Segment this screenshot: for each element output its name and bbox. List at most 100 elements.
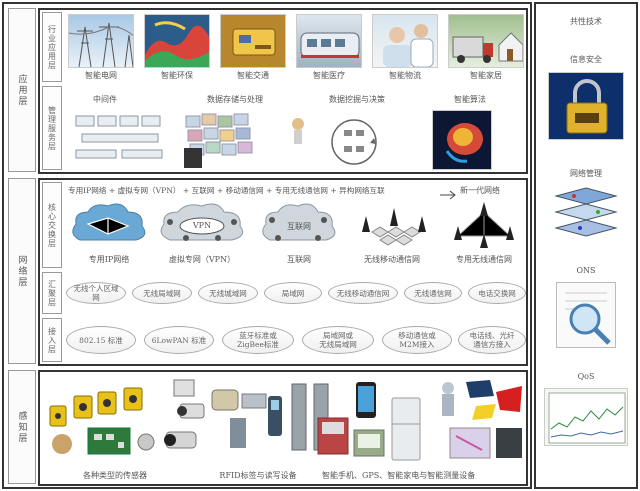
data-mining-image (286, 110, 396, 170)
monitoring-chart-icon (548, 392, 626, 444)
smart-home-image (448, 14, 524, 68)
access-text: 接入层 (47, 326, 57, 354)
smart-logistics-image (372, 14, 438, 68)
convergence-lan: 局域网 (264, 282, 322, 304)
application-layer: 行业应用层 管理服务层 (38, 8, 528, 174)
industry-app-text: 行业应用层 (47, 24, 57, 70)
security-image (548, 72, 624, 140)
access-lan-wlan: 局域网或 无线局域网 (302, 326, 374, 354)
mobile-network-diagram (352, 202, 432, 252)
transit-card-icon (232, 28, 276, 56)
service-sublabel: 管理服务层 (42, 86, 62, 170)
power-tower-icon (69, 22, 133, 67)
evolution-arrow-icon (440, 185, 458, 200)
smart-grid-image (68, 14, 134, 68)
servers-icon (75, 115, 163, 159)
storage-wall-image (182, 110, 262, 170)
smart-devices-image (316, 378, 426, 466)
application-layer-label: 应用层 (8, 8, 36, 172)
perception-layer-text: 感知层 (16, 410, 27, 444)
convergence-sublabel: 汇聚层 (42, 272, 62, 314)
cloud-caption-mobile: 无线移动通信网 (364, 255, 420, 264)
app-caption-home: 智能家居 (470, 71, 502, 80)
cloud-caption-internet: 互联网 (287, 255, 311, 264)
cycle-diagram-icon (292, 118, 377, 165)
qos-image (544, 388, 628, 446)
application-layer-text: 应用层 (16, 73, 27, 107)
service-caption-mining: 数据挖掘与决策 (329, 95, 385, 104)
access-mobile-m2m: 移动通信或 M2M接入 (382, 326, 452, 354)
service-caption-algorithm: 智能算法 (454, 95, 486, 104)
internet-inner-label: 互联网 (287, 222, 311, 231)
access-6lowpan: 6LowPAN 标准 (144, 326, 214, 354)
app-caption-grid: 智能电网 (85, 71, 117, 80)
cloud-caption-ip: 专用IP网络 (88, 255, 130, 264)
convergence-wlan: 无线局域网 (132, 282, 192, 304)
train-icon (300, 32, 360, 58)
cloud-caption-vpn: 虚拟专网（VPN） (168, 255, 236, 264)
network-mgmt-title: 网络管理 (570, 169, 602, 178)
internet-cloud: 互联网 (258, 200, 340, 252)
access-sublabel: 接入层 (42, 318, 62, 362)
ons-title: ONS (576, 266, 596, 275)
private-wireless-diagram (444, 202, 524, 252)
vpn-cloud: VPN (156, 200, 248, 252)
convergence-pstn: 电话交换网 (468, 282, 526, 304)
phone-fridge-icon (317, 382, 421, 461)
app-caption-logistics: 智能物流 (389, 71, 421, 80)
network-mgmt-image (546, 182, 626, 244)
vpn-inner-label: VPN (192, 221, 212, 230)
common-tech-panel: 共性技术 信息安全 网络管理 ONS QoS (534, 2, 638, 489)
photo-grid-icon (184, 113, 253, 168)
truck-house-icon (452, 32, 523, 63)
access-phone-fiber: 电话线、光纤 通信方接入 (458, 326, 526, 354)
ons-image (556, 282, 616, 348)
security-title: 信息安全 (570, 55, 602, 64)
robot-devices-image (432, 376, 526, 466)
convergence-wman: 无线城域网 (198, 282, 258, 304)
convergence-text: 汇聚层 (47, 279, 57, 307)
convergence-wireless: 无线通信网 (404, 282, 462, 304)
cloud-caption-private-wireless: 专用无线通信网 (456, 255, 512, 264)
access-bluetooth-zigbee: 蓝牙标准或 ZigBee标准 (222, 326, 294, 354)
network-layer-text: 网络层 (16, 254, 27, 288)
cctv-camera-icon (164, 379, 205, 449)
perception-layer-label: 感知层 (8, 370, 36, 484)
network-layers-icon (554, 187, 618, 237)
new-generation-network-label: 新一代网络 (460, 186, 500, 195)
common-tech-title: 共性技术 (570, 17, 602, 26)
core-sublabel: 核心交换层 (42, 182, 62, 268)
industry-app-sublabel: 行业应用层 (42, 12, 62, 82)
server-rack-image (72, 110, 168, 168)
app-caption-traffic: 智能交通 (237, 71, 269, 80)
perception-layer: 各种类型的传感器 RFID标签与读写设备 智能手机、GPS、智能家电与智能测量设… (38, 370, 528, 486)
service-text: 管理服务层 (47, 105, 57, 151)
core-text: 核心交换层 (47, 202, 57, 248)
smart-traffic-image (220, 14, 286, 68)
service-caption-storage: 数据存储与处理 (207, 95, 263, 104)
perception-caption-rfid: RFID标签与读写设备 (219, 471, 297, 480)
qos-title: QoS (577, 372, 595, 381)
service-caption-middleware: 中间件 (93, 95, 117, 104)
sensors-image (46, 378, 170, 464)
convergence-mobile: 无线移动通信网 (328, 282, 398, 304)
network-evolution-text: 专用IP网络 + 虚拟专网（VPN） + 互联网 + 移动通信网 + 专用无线通… (68, 186, 385, 195)
convergence-wpan: 无线个人区域网 (66, 282, 126, 304)
ip-network-cloud (68, 200, 150, 252)
doctor-patient-icon (383, 24, 434, 67)
perception-caption-sensors: 各种类型的传感器 (83, 471, 147, 480)
app-caption-env: 智能环保 (161, 71, 193, 80)
terrain-map-icon (145, 21, 209, 67)
access-802-15: 802.15 标准 (66, 326, 136, 354)
smart-medical-image (296, 14, 362, 68)
camera-image (156, 378, 206, 460)
network-layer: 核心交换层 汇聚层 接入层 专用IP网络 + 虚拟专网（VPN） + 互联网 +… (38, 178, 528, 366)
sensor-devices-icon (49, 387, 155, 455)
architecture-frame: 应用层 行业应用层 管理服务层 (2, 2, 532, 489)
app-caption-medical: 智能医疗 (313, 71, 345, 80)
smart-algorithm-image (432, 110, 492, 170)
magnifier-icon (565, 292, 611, 345)
padlock-icon (566, 79, 608, 134)
robot-icon (442, 380, 522, 459)
brain-icon (445, 123, 483, 163)
